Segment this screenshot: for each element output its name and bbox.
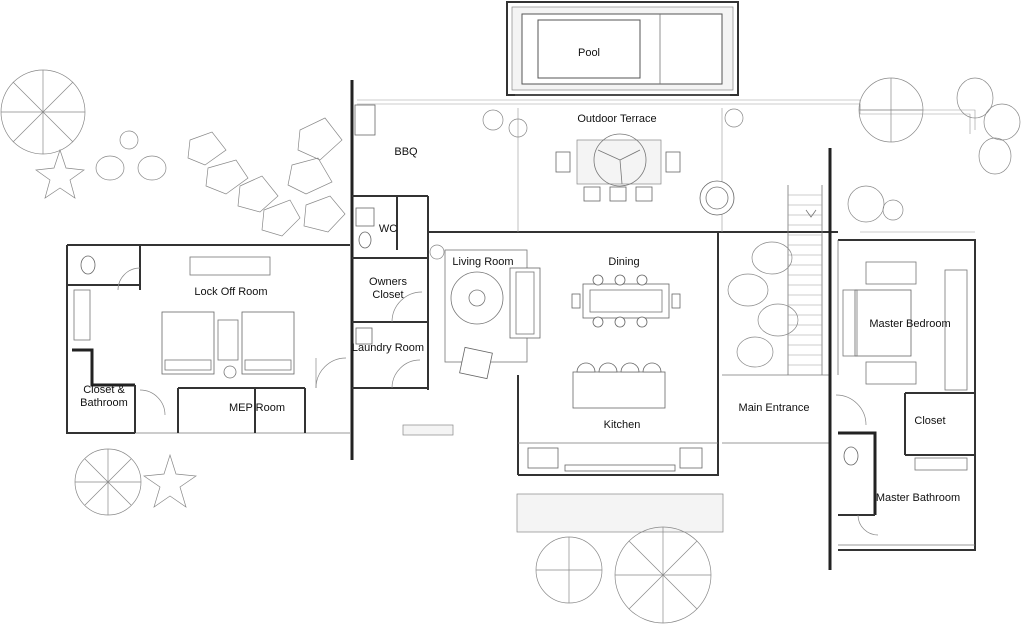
room-labels: Pool Outdoor Terrace BBQ WC Living Room … — [80, 47, 960, 504]
label-pool: Pool — [578, 47, 600, 59]
label-master-bathroom: Master Bathroom — [876, 492, 960, 504]
label-lock-off-room: Lock Off Room — [194, 286, 267, 298]
label-living-room: Living Room — [452, 256, 513, 268]
label-master-bedroom: Master Bedroom — [869, 318, 950, 330]
label-closet: Closet — [914, 415, 945, 427]
label-dining: Dining — [608, 256, 639, 268]
label-kitchen: Kitchen — [604, 419, 641, 431]
landscape — [0, 69, 1021, 624]
label-owners-closet-2: Closet — [372, 289, 403, 301]
walls — [66, 80, 976, 570]
label-bbq: BBQ — [394, 146, 418, 158]
label-outdoor-terrace: Outdoor Terrace — [577, 113, 656, 125]
label-mep-room: MEP Room — [229, 402, 285, 414]
label-wc: WC — [379, 223, 397, 235]
label-laundry-room: Laundry Room — [352, 342, 424, 354]
furniture — [73, 104, 968, 533]
doors — [117, 267, 879, 536]
label-closet-bathroom-1: Closet & — [83, 384, 125, 396]
label-main-entrance: Main Entrance — [739, 402, 810, 414]
staircase — [787, 185, 823, 375]
label-closet-bathroom-2: Bathroom — [80, 397, 128, 409]
pool — [506, 1, 739, 96]
label-owners-closet-1: Owners — [369, 276, 407, 288]
